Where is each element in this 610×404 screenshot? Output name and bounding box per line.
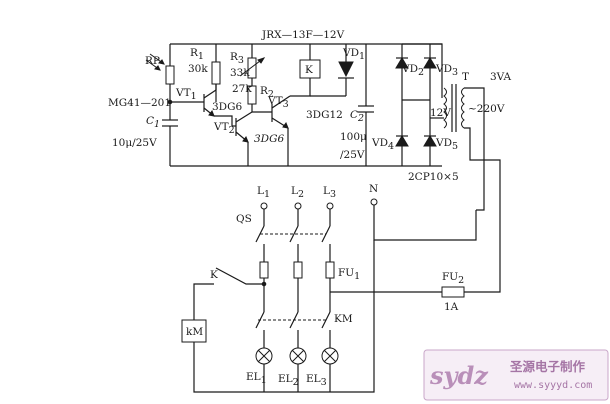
transistor-vt3 bbox=[252, 95, 291, 166]
terminal-l2 bbox=[294, 202, 302, 210]
terminal-n bbox=[370, 198, 378, 206]
km-coil-label: kM bbox=[186, 326, 203, 338]
vd5-label: VD5 bbox=[435, 137, 458, 152]
c2-value-b-label: /25V bbox=[340, 149, 365, 161]
vt2-type-label: 3DG6 bbox=[254, 133, 284, 145]
r1-label: R1 bbox=[190, 47, 204, 62]
qs-label: QS bbox=[236, 213, 252, 225]
bridge-rectifier bbox=[395, 44, 444, 166]
relay-model-label: JRX—13F—12V bbox=[261, 29, 345, 41]
labels: JRX—13F—12V RP MG41—201 C1 10μ/25V R1 30… bbox=[108, 29, 512, 388]
vt3-label: VT3 bbox=[267, 95, 289, 110]
k-contact-label: K bbox=[210, 269, 218, 281]
l3-label: L3 bbox=[323, 185, 336, 200]
fu1-label: FU1 bbox=[338, 267, 360, 282]
terminal-l1 bbox=[260, 202, 268, 210]
r2-value-label: 27k bbox=[232, 83, 252, 95]
light-arrows-icon bbox=[145, 53, 165, 71]
vd4-label: VD4 bbox=[371, 137, 394, 152]
vd2-label: VD2 bbox=[401, 63, 424, 78]
el2-label: EL2 bbox=[278, 373, 299, 388]
sensor-label: MG41—201 bbox=[108, 97, 171, 109]
power-circuit bbox=[181, 198, 492, 393]
relay-coil-label: K bbox=[305, 64, 313, 76]
fuse-fu1-b bbox=[293, 261, 303, 279]
r1-value-label: 30k bbox=[188, 63, 208, 75]
watermark: sydz 圣源电子制作 www.syyyd.com bbox=[423, 349, 609, 401]
resistor-r1 bbox=[211, 61, 221, 85]
vt2-label: VT2 bbox=[213, 121, 235, 136]
r2-label: R2 bbox=[260, 85, 274, 100]
rp-label: RP bbox=[145, 55, 160, 67]
km-contacts-label: KM bbox=[334, 313, 353, 325]
control-circuit bbox=[145, 43, 501, 293]
lamp-el3-icon bbox=[321, 347, 339, 365]
transformer-power-label: 3VA bbox=[490, 71, 512, 83]
r3-value-label: 33k bbox=[230, 67, 250, 79]
r3-label: R3 bbox=[230, 51, 244, 66]
transformer-label: T bbox=[462, 71, 469, 83]
l2-label: L2 bbox=[291, 185, 304, 200]
watermark-url: www.syyyd.com bbox=[514, 380, 592, 391]
vd1-label: VD1 bbox=[342, 47, 365, 62]
transistor-vt1 bbox=[203, 89, 217, 117]
n-label: N bbox=[369, 183, 378, 195]
lamp-el2-icon bbox=[289, 347, 307, 365]
terminal-l3 bbox=[326, 202, 334, 210]
c1-label: C1 bbox=[146, 115, 160, 130]
l1-label: L1 bbox=[257, 185, 270, 200]
fuse-fu1-c bbox=[325, 261, 335, 279]
fu2-label: FU2 bbox=[442, 271, 464, 286]
diode-vd1 bbox=[338, 61, 354, 79]
secondary-voltage-label: 12V bbox=[430, 107, 451, 119]
primary-voltage-label: ~220V bbox=[468, 103, 505, 115]
fu2-rating-label: 1A bbox=[444, 301, 459, 313]
vt1-label: VT1 bbox=[175, 87, 197, 102]
el3-label: EL3 bbox=[306, 373, 327, 388]
c1-value-label: 10μ/25V bbox=[112, 137, 157, 149]
lamp-el1-icon bbox=[255, 347, 273, 365]
el1-label: EL1 bbox=[246, 371, 267, 386]
transistor-vt2 bbox=[214, 111, 253, 166]
bridge-model-label: 2CP10×5 bbox=[408, 171, 459, 183]
watermark-name: 圣源电子制作 bbox=[509, 359, 586, 374]
vd3-label: VD3 bbox=[435, 63, 458, 78]
c2-value-a-label: 100μ bbox=[340, 131, 367, 143]
c2-label: C2 bbox=[350, 109, 364, 124]
transformer-t bbox=[443, 84, 485, 140]
photoresistor-rp bbox=[165, 65, 175, 85]
watermark-logo: sydz bbox=[429, 361, 489, 390]
fuse-fu1-a bbox=[259, 261, 269, 279]
vt3-type-label: 3DG12 bbox=[306, 109, 343, 121]
fuse-fu2 bbox=[441, 286, 465, 298]
vt1-type-label: 3DG6 bbox=[212, 101, 242, 113]
